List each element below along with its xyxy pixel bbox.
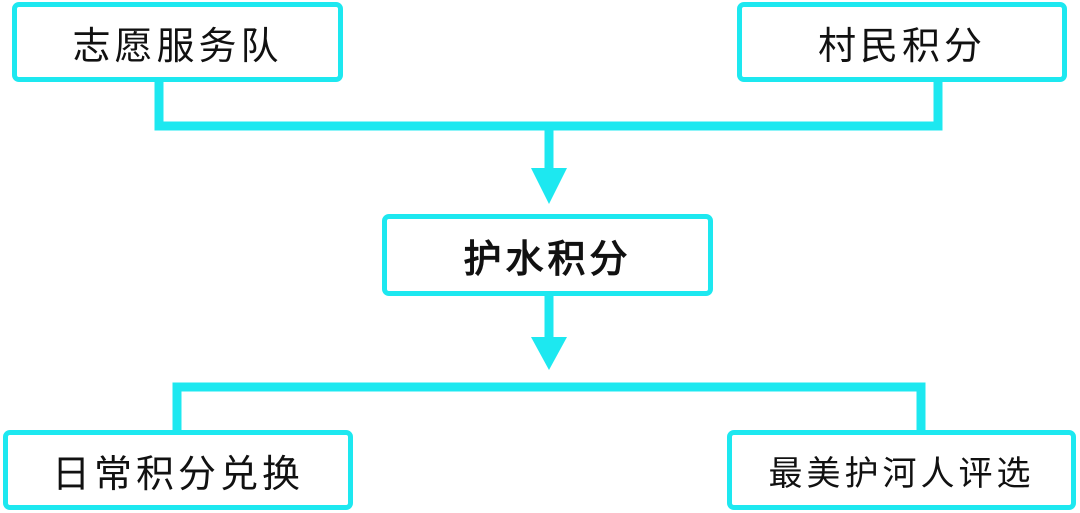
node-daily-exchange: 日常积分兑换	[3, 430, 353, 510]
node-water-protection-points: 护水积分	[382, 214, 713, 296]
node-best-river-guardian-label: 最美护河人评选	[768, 453, 1035, 494]
arrow-down-icon	[531, 168, 567, 204]
split-connector	[172, 382, 926, 432]
merge-connector	[154, 80, 943, 131]
arrow-down-icon	[531, 337, 567, 370]
node-villager-points-label: 村民积分	[817, 23, 986, 68]
node-volunteer-team-label: 志愿服务队	[72, 23, 283, 68]
node-daily-exchange-label: 日常积分兑换	[51, 451, 304, 496]
node-best-river-guardian: 最美护河人评选	[727, 430, 1076, 510]
node-water-protection-points-label: 护水积分	[463, 236, 632, 281]
node-villager-points: 村民积分	[737, 2, 1067, 82]
node-volunteer-team: 志愿服务队	[12, 2, 343, 82]
